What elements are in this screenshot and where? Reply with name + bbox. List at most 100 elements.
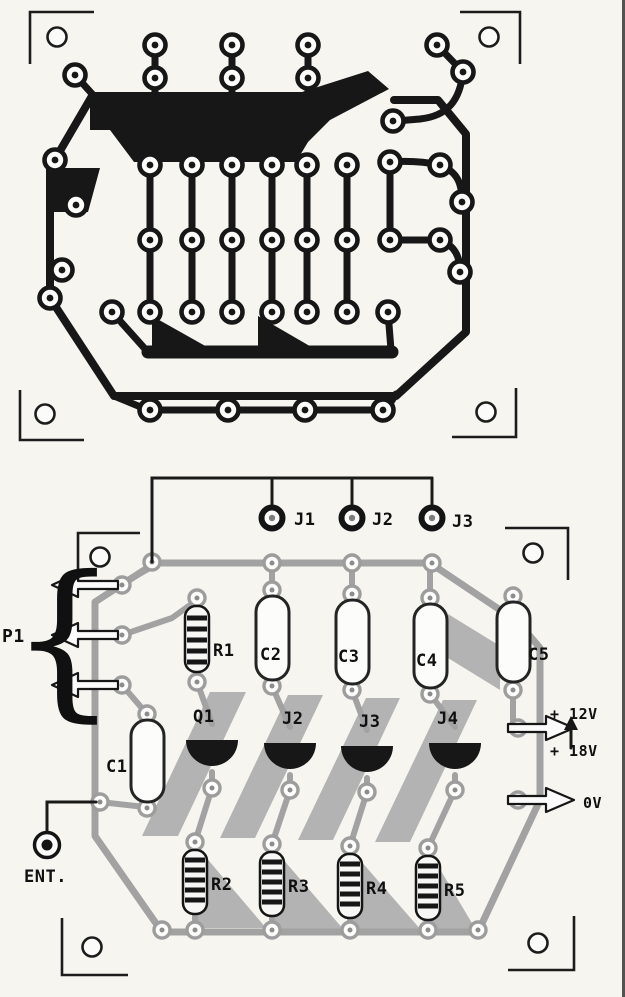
solder-pad <box>445 780 465 800</box>
resistor-r3 <box>258 850 286 918</box>
label-j3: J3 <box>452 512 473 532</box>
solder-pad <box>380 230 401 251</box>
solder-pad <box>218 400 239 421</box>
solder-pad <box>185 832 205 852</box>
solder-pad <box>222 155 243 176</box>
solder-pad <box>185 920 205 940</box>
solder-pad <box>297 230 318 251</box>
solder-pad <box>145 35 166 56</box>
components <box>129 594 532 922</box>
jumper-pad <box>422 508 443 529</box>
capacitor-c1 <box>129 718 166 804</box>
solder-pad <box>262 230 283 251</box>
jumper-pad <box>342 508 363 529</box>
label-r1: R1 <box>213 641 234 661</box>
solder-pad <box>298 68 319 89</box>
solder-pad <box>453 62 474 83</box>
solder-pad <box>66 195 87 216</box>
solder-pad <box>295 400 316 421</box>
resistor-r5 <box>414 854 442 922</box>
transistor-q2 <box>264 743 316 769</box>
solder-pad <box>152 920 172 940</box>
transistor-q4 <box>429 743 481 769</box>
solder-pad <box>503 680 523 700</box>
solder-pad <box>340 920 360 940</box>
label-q1: Q1 <box>193 707 214 727</box>
solder-pad <box>140 155 161 176</box>
solder-pad <box>262 834 282 854</box>
solder-pad <box>262 920 282 940</box>
mounting-hole <box>522 542 544 564</box>
input-pin-arrow-2 <box>50 621 120 649</box>
solder-pad <box>280 780 300 800</box>
solder-pad <box>337 302 358 323</box>
component-side-view: J1 J2 J3 P1 { R1 C2 C3 C4 C5 C1 Q1 J2 J3… <box>2 476 602 977</box>
label-r2: R2 <box>211 875 232 895</box>
solder-pad <box>380 152 401 173</box>
solder-pad <box>418 838 438 858</box>
solder-pad <box>430 230 451 251</box>
scan-edge-artifact <box>622 0 625 997</box>
solder-pad <box>337 230 358 251</box>
solder-pad <box>337 155 358 176</box>
solder-pad <box>430 155 451 176</box>
solder-pad <box>262 553 282 573</box>
ground-plane-fills <box>142 614 500 930</box>
jumper-pads <box>262 508 443 529</box>
solder-pad <box>140 302 161 323</box>
capacitor-c3 <box>334 598 371 686</box>
solder-pad <box>222 35 243 56</box>
label-q4: J4 <box>437 709 458 729</box>
label-c3: C3 <box>338 647 359 667</box>
copper-side-view <box>18 10 522 442</box>
solder-pad <box>145 68 166 89</box>
transistor-q1 <box>186 740 238 766</box>
solder-pad <box>182 230 203 251</box>
ground-pin-arrow <box>506 786 576 814</box>
mounting-hole <box>46 26 68 48</box>
solder-pad <box>373 400 394 421</box>
solder-pad <box>342 553 362 573</box>
solder-pad <box>222 68 243 89</box>
label-0v: 0V <box>583 794 602 812</box>
mounting-hole <box>34 403 56 425</box>
resistor-r4 <box>336 852 364 920</box>
solder-pad <box>187 672 207 692</box>
solder-pad <box>222 302 243 323</box>
reference-labels: J1 J2 J3 P1 { R1 C2 C3 C4 C5 C1 Q1 J2 J3… <box>2 510 602 901</box>
label-q2: J2 <box>282 709 303 729</box>
mounting-hole <box>478 26 500 48</box>
solder-pad <box>427 35 448 56</box>
input-pin-arrow-1 <box>50 571 120 599</box>
label-r4: R4 <box>366 879 387 899</box>
supply-pin-arrow <box>506 714 576 742</box>
solder-pad <box>418 920 438 940</box>
solder-pad <box>422 553 442 573</box>
voltage-range-arrowhead <box>564 716 578 730</box>
label-p1: P1 <box>2 626 25 647</box>
capacitor-c4 <box>412 602 449 690</box>
jumper-wires <box>150 476 434 564</box>
solder-pad <box>187 588 207 608</box>
label-r3: R3 <box>288 877 309 897</box>
solder-pad <box>340 836 360 856</box>
resistor-r2 <box>181 848 209 916</box>
label-c5: C5 <box>528 645 549 665</box>
label-r5: R5 <box>444 881 465 901</box>
solder-pad <box>202 778 222 798</box>
solder-pad <box>357 782 377 802</box>
solder-pad <box>450 262 471 283</box>
label-j1: J1 <box>294 510 315 530</box>
input-terminal-center <box>41 839 53 851</box>
solder-pad <box>65 65 86 86</box>
solder-pad <box>262 155 283 176</box>
label-q3: J3 <box>359 712 380 732</box>
capacitor-c5 <box>495 600 532 684</box>
resistor-r1 <box>183 604 211 674</box>
corner-fiducials <box>18 10 522 442</box>
solder-pad <box>140 230 161 251</box>
solder-pad <box>102 302 123 323</box>
solder-pad <box>262 302 283 323</box>
solder-pad <box>222 230 243 251</box>
